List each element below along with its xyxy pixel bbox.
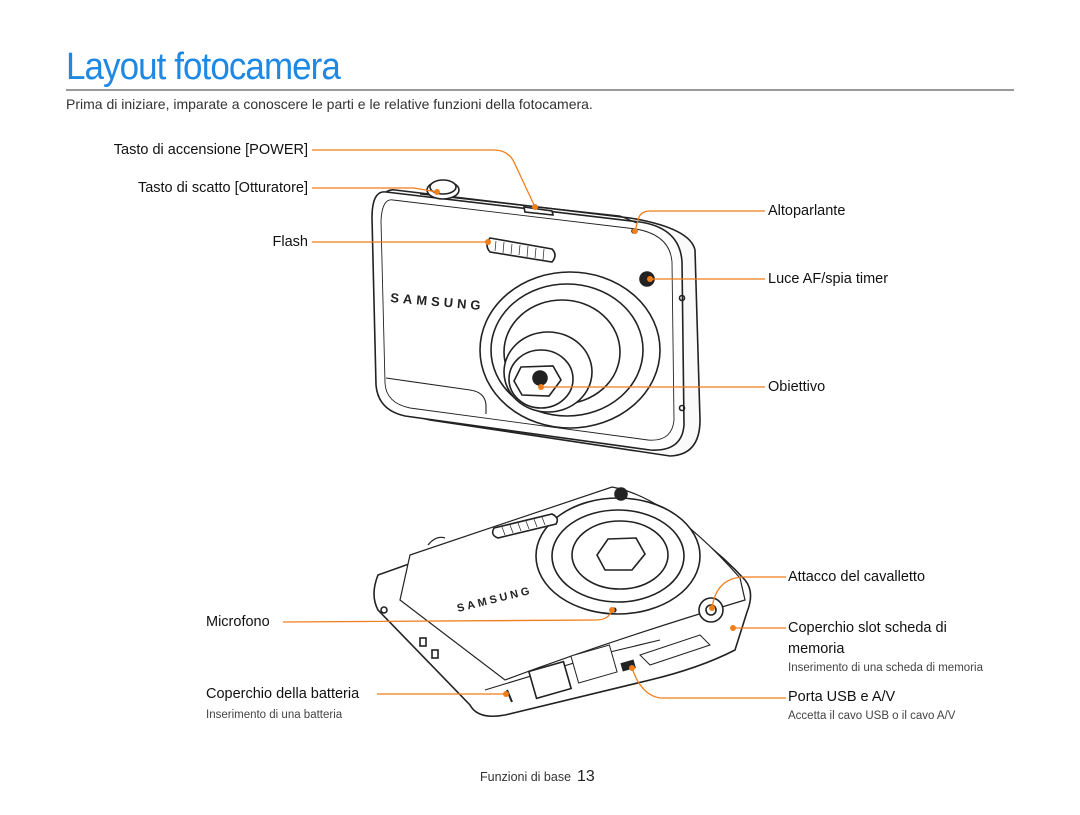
label-card-cover-line1: Coperchio slot scheda di: [788, 620, 947, 636]
label-tripod-mount: Attacco del cavalletto: [788, 569, 926, 585]
label-battery-sub: Inserimento di una batteria: [206, 709, 343, 721]
label-usb-port: Porta USB e A/V: [788, 689, 896, 705]
label-shutter-button: Tasto di scatto [Otturatore]: [137, 180, 308, 196]
callout-lines: [282, 149, 786, 699]
label-power-button: Tasto di accensione [POWER]: [113, 142, 308, 158]
label-card-sub: Inserimento di una scheda di memoria: [788, 662, 983, 674]
label-microphone: Microfono: [206, 614, 270, 630]
label-lens: Obiettivo: [768, 379, 826, 395]
label-flash: Flash: [272, 234, 308, 250]
page-footer: Funzioni di base 13: [480, 768, 595, 786]
label-usb-sub: Accetta il cavo USB o il cavo A/V: [788, 710, 956, 722]
label-af-light: Luce AF/spia timer: [768, 271, 889, 287]
page-title: Layout fotocamera: [66, 46, 341, 88]
camera-front: [371, 179, 701, 457]
title-rule: [66, 89, 1014, 91]
intro-text: Prima di iniziare, imparate a conoscere …: [66, 96, 593, 112]
label-card-cover-line2: memoria: [788, 641, 845, 657]
label-speaker: Altoparlante: [768, 203, 846, 219]
footer-section: Funzioni di base: [480, 770, 572, 784]
callout-dots: [434, 189, 736, 697]
page-number: 13: [577, 768, 595, 785]
camera-bottom: [373, 486, 752, 718]
label-battery-cover: Coperchio della batteria: [206, 686, 360, 702]
